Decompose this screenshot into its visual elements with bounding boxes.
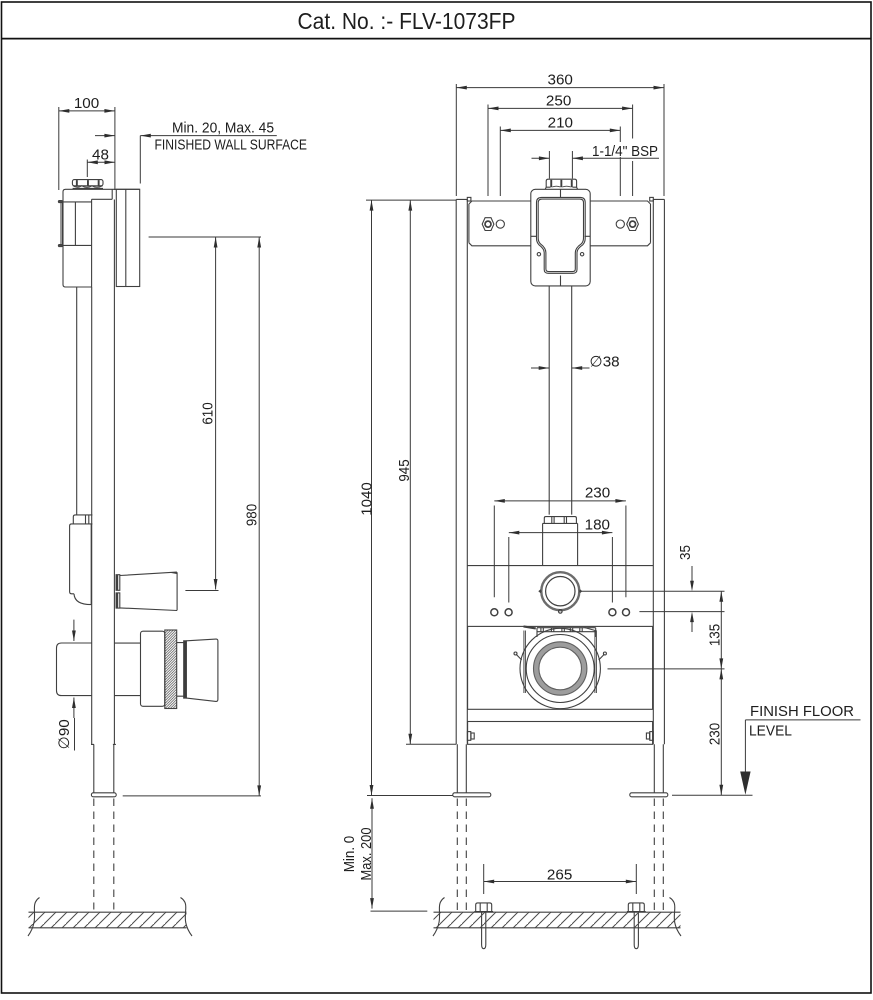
svg-text:230: 230 <box>706 723 723 745</box>
svg-text:Min. 0: Min. 0 <box>341 836 358 873</box>
svg-text:360: 360 <box>548 72 573 89</box>
svg-text:610: 610 <box>199 402 216 424</box>
svg-text:100: 100 <box>74 95 99 112</box>
svg-text:980: 980 <box>244 504 261 526</box>
svg-text:1040: 1040 <box>358 482 375 516</box>
svg-text:Min. 20, Max. 45: Min. 20, Max. 45 <box>172 120 274 137</box>
svg-text:LEVEL: LEVEL <box>749 723 792 740</box>
svg-text:210: 210 <box>548 114 573 131</box>
svg-text:FINISHED WALL SURFACE: FINISHED WALL SURFACE <box>155 137 308 154</box>
svg-text:265: 265 <box>547 867 572 884</box>
svg-text:135: 135 <box>706 624 723 646</box>
svg-text:35: 35 <box>677 545 694 560</box>
svg-text:945: 945 <box>396 459 413 481</box>
svg-text:180: 180 <box>585 517 610 534</box>
svg-text:FINISH FLOOR: FINISH FLOOR <box>750 703 854 720</box>
svg-text:Max. 200: Max. 200 <box>358 828 375 881</box>
svg-text:48: 48 <box>92 147 109 164</box>
svg-text:∅90: ∅90 <box>56 719 73 749</box>
svg-text:Cat. No. :- FLV-1073FP: Cat. No. :- FLV-1073FP <box>298 8 516 34</box>
svg-text:1-1/4" BSP: 1-1/4" BSP <box>592 143 658 160</box>
svg-text:∅38: ∅38 <box>590 354 620 371</box>
svg-text:250: 250 <box>546 93 571 110</box>
svg-text:230: 230 <box>585 485 610 502</box>
